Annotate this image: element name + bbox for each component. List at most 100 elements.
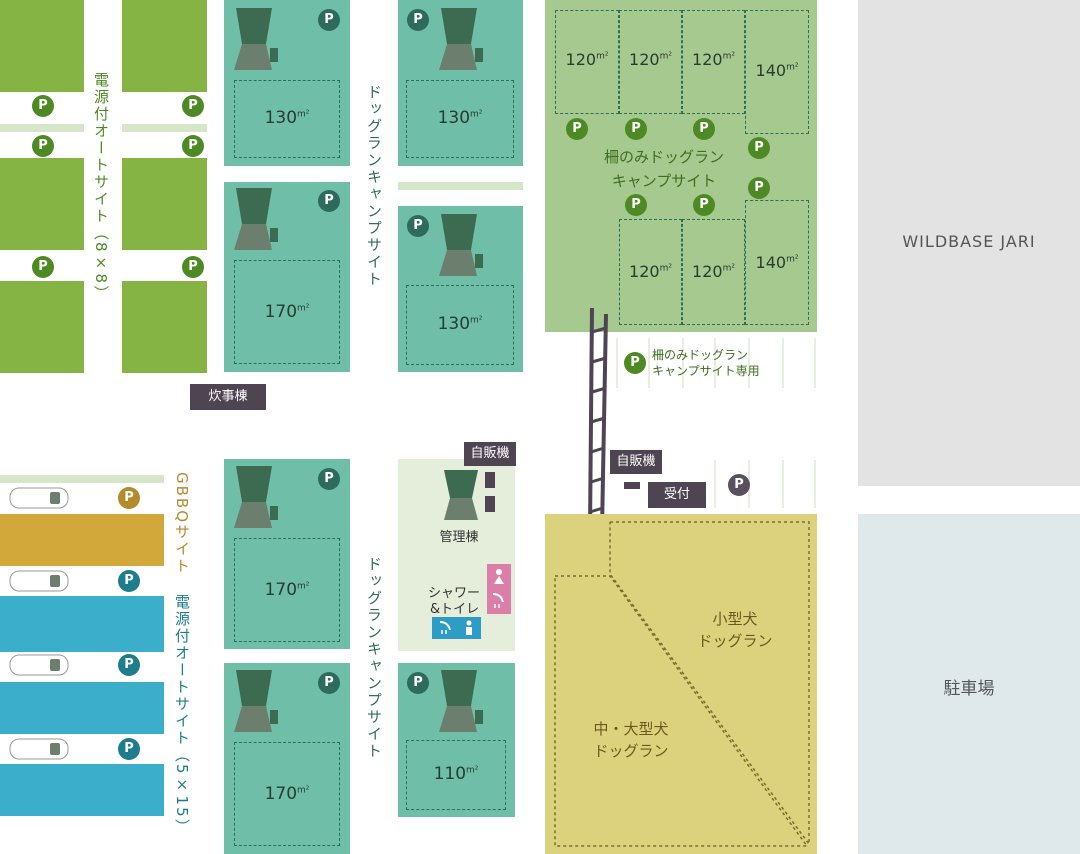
vending-machine-icon xyxy=(485,472,495,488)
plot-area-label: 130m² xyxy=(264,108,310,128)
dogrun-camp-top-label: ドッグランキャンプサイト xyxy=(365,84,383,288)
car-icon xyxy=(9,738,69,760)
plot-area-label: 130m² xyxy=(437,314,483,334)
small-dog-label-line1: 小型犬 xyxy=(712,610,758,628)
parking-stripe xyxy=(648,338,650,388)
auto-site-plot xyxy=(122,158,207,250)
road-stripe xyxy=(0,475,164,483)
wildbase-area xyxy=(858,0,1080,486)
parking-label: 駐車場 xyxy=(943,679,995,699)
parking-icon: P xyxy=(118,738,140,760)
auto-site-5x15-label: 電源付オートサイト（5×15） xyxy=(173,594,191,836)
tent-icon xyxy=(439,670,483,732)
parking-stripe xyxy=(616,338,618,388)
parking-icon: P xyxy=(32,256,54,278)
road-stripe xyxy=(0,124,84,132)
parking-stripe xyxy=(814,338,816,388)
parking-icon: P xyxy=(566,118,588,140)
auto-site-plot xyxy=(122,281,207,373)
fence-parking-label-line1: 柵のみドッグラン xyxy=(652,348,749,362)
car-icon xyxy=(9,570,69,592)
vending-machine-icon xyxy=(624,482,640,489)
plot-boundary xyxy=(234,538,340,642)
auto-site-plot xyxy=(0,158,84,250)
parking-icon: P xyxy=(748,177,770,199)
plot-area-label: 120m² xyxy=(629,262,672,281)
parking-stripe xyxy=(748,338,750,388)
car-icon xyxy=(9,487,69,509)
parking-stripe xyxy=(714,460,716,508)
plot-area-label: 130m² xyxy=(437,108,483,128)
road-stripe xyxy=(398,182,523,190)
plot-area-label: 140m² xyxy=(755,253,799,272)
parking-icon: P xyxy=(32,135,54,157)
vending-machine-icon xyxy=(485,496,495,512)
fence-dogrun-label-line2: キャンプサイト xyxy=(611,172,717,190)
plot-boundary xyxy=(234,80,340,158)
parking-icon: P xyxy=(624,352,646,374)
plot-boundary xyxy=(619,10,682,114)
plot-area-label: 170m² xyxy=(264,784,310,804)
plot-area-label: 120m² xyxy=(692,262,735,281)
parking-icon: P xyxy=(182,135,204,157)
shower-label-line2: &トイレ xyxy=(430,602,480,617)
parking-icon: P xyxy=(318,9,340,31)
small-dog-label-line2: ドッグラン xyxy=(697,632,773,650)
dogrun-field xyxy=(545,514,817,854)
parking-icon: P xyxy=(407,9,429,31)
parking-icon: P xyxy=(318,672,340,694)
parking-icon: P xyxy=(407,672,429,694)
vending-machine-label: 自販機 xyxy=(610,450,662,474)
plot-boundary xyxy=(682,219,745,325)
auto-site-5x15-plot xyxy=(0,596,164,652)
fence-dogrun-label-line1: 柵のみドッグラン xyxy=(603,148,724,166)
dogrun-boundary xyxy=(554,521,810,847)
plot-area-label: 120m² xyxy=(692,50,735,69)
auto-site-plot xyxy=(0,0,84,92)
kitchen-building: 炊事棟 xyxy=(190,384,266,410)
plot-boundary xyxy=(406,285,514,365)
female-icon xyxy=(494,569,504,584)
tent-icon xyxy=(439,8,483,70)
tent-icon xyxy=(234,466,278,528)
parking-area xyxy=(858,514,1080,854)
parking-icon: P xyxy=(728,474,750,496)
parking-icon: P xyxy=(693,194,715,216)
parking-icon: P xyxy=(118,570,140,592)
gbbq-site xyxy=(0,514,164,566)
parking-icon: P xyxy=(693,118,715,140)
plot-area-label: 140m² xyxy=(755,61,799,80)
auto-site-5x15-plot xyxy=(0,682,164,734)
plot-boundary xyxy=(745,200,809,325)
plot-boundary xyxy=(406,740,506,810)
parking-icon: P xyxy=(625,194,647,216)
parking-icon: P xyxy=(32,95,54,117)
plot-boundary xyxy=(555,10,619,114)
fence-icon xyxy=(588,308,608,530)
fence-parking-label-line2: キャンプサイト専用 xyxy=(652,364,760,378)
parking-icon: P xyxy=(182,256,204,278)
vending-machine-label: 自販機 xyxy=(464,442,516,466)
parking-icon: P xyxy=(748,137,770,159)
reception-building: 受付 xyxy=(648,482,706,508)
parking-icon: P xyxy=(182,95,204,117)
plot-area-label: 120m² xyxy=(629,50,672,69)
parking-icon: P xyxy=(318,468,340,490)
plot-boundary xyxy=(682,10,745,114)
parking-stripe xyxy=(714,338,716,388)
parking-stripe xyxy=(682,338,684,388)
shower-icon xyxy=(439,621,451,634)
wildbase-label: WILDBASE JARI xyxy=(902,232,1036,251)
large-dog-label-line1: 中・大型犬 xyxy=(593,720,669,738)
tent-icon xyxy=(439,214,483,276)
parking-icon: P xyxy=(118,654,140,676)
auto-site-plot xyxy=(122,0,207,92)
auto-site-5x15-plot xyxy=(0,764,164,816)
parking-icon: P xyxy=(625,118,647,140)
plot-boundary xyxy=(234,742,340,846)
plot-area-label: 170m² xyxy=(264,302,310,322)
plot-area-label: 170m² xyxy=(264,580,310,600)
shower-icon xyxy=(492,593,504,608)
parking-icon: P xyxy=(118,487,140,509)
